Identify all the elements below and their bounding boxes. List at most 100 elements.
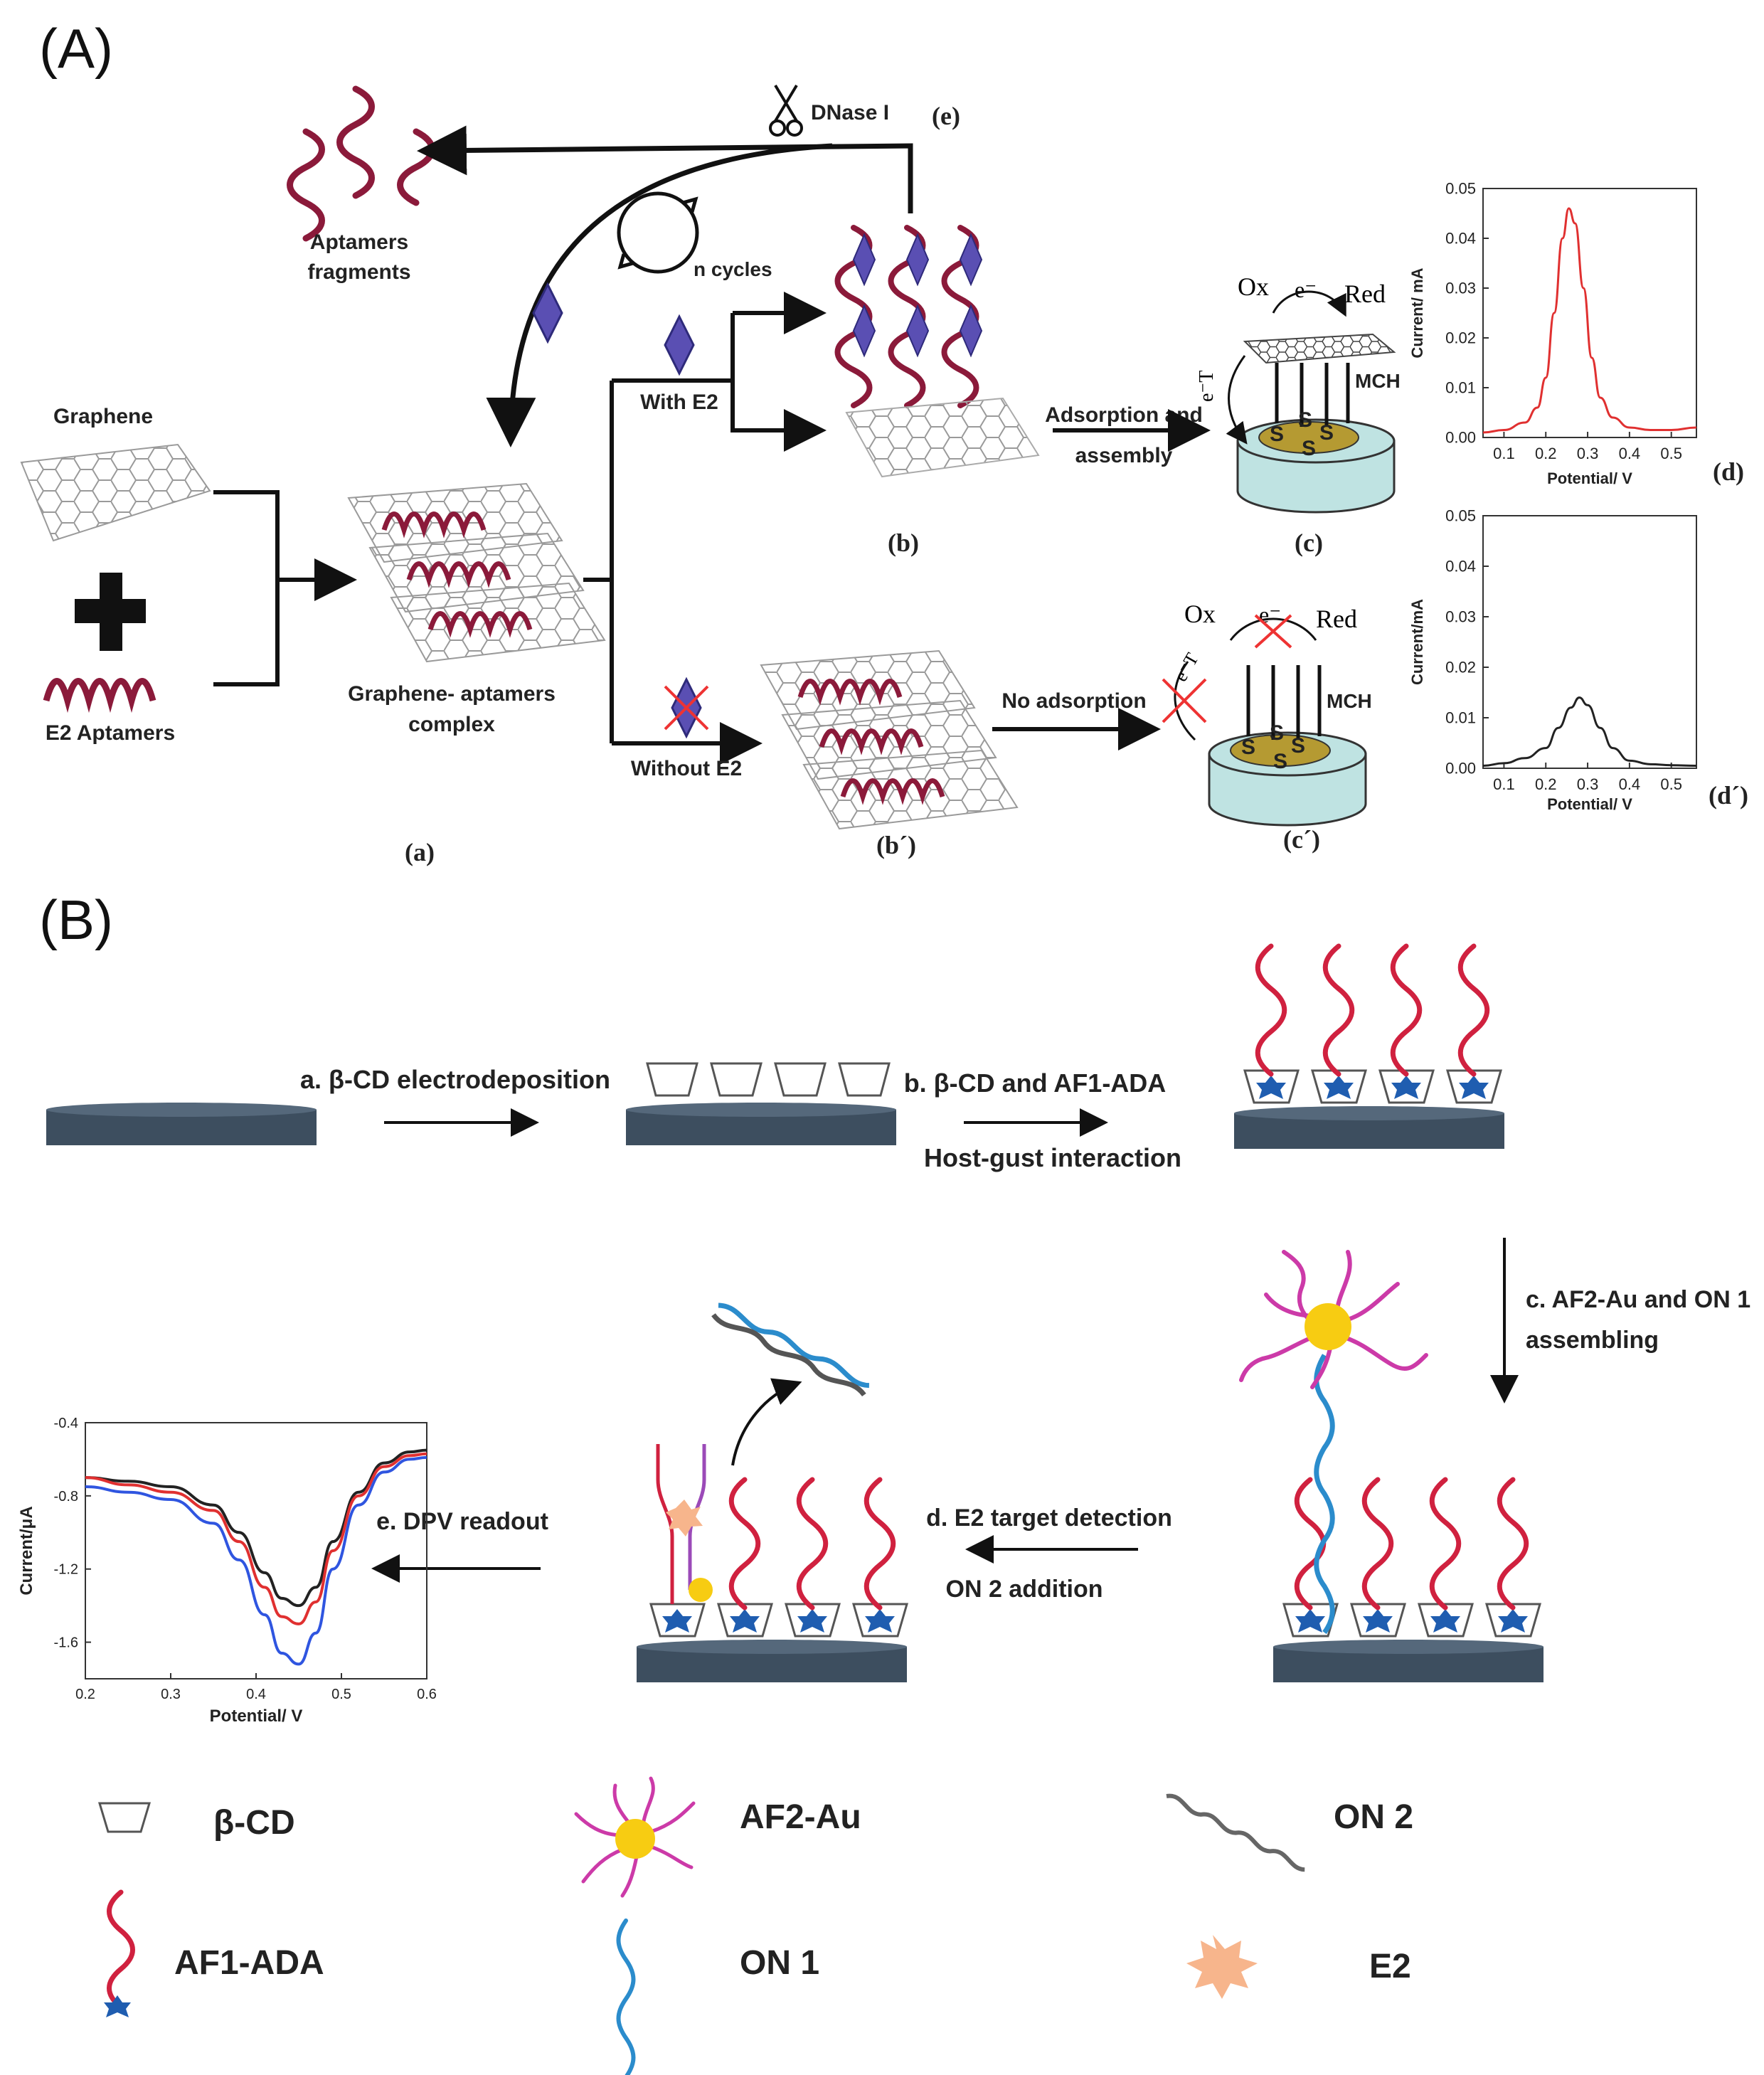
step-c-text-1: c. AF2-Au and ON 1 — [1526, 1286, 1750, 1313]
x-axis-label: Potential/ V — [1547, 795, 1632, 813]
legend: β-CD AF2-Au ON 2 AF1-ADA ON — [97, 1776, 1413, 2075]
x-tick-label-3: 0.4 — [1619, 775, 1641, 793]
released-duplex — [711, 1302, 870, 1397]
no-adsorption-label: No adsorption — [1001, 689, 1146, 713]
legend-bcd-icon — [97, 1802, 152, 1833]
series-line-black — [1482, 696, 1697, 767]
sulfur-label-6: S — [1270, 721, 1284, 745]
blocked-transfer-cross — [1162, 678, 1207, 723]
y-tick-label-1: -0.8 — [54, 1489, 78, 1504]
y-tick-label-2: 0.02 — [1445, 659, 1476, 676]
sulfur-label-8: S — [1273, 750, 1287, 773]
series-line-black — [85, 1448, 427, 1608]
legend-on1-icon — [616, 1919, 636, 2075]
e2-aptamer-strand — [43, 678, 156, 713]
chart-frame — [1482, 188, 1697, 438]
electrode-without-graphene: S S S S — [1208, 665, 1367, 827]
mch-label-2: MCH — [1327, 690, 1372, 712]
plus-icon — [75, 573, 146, 651]
y-tick-label-5: 0.05 — [1445, 507, 1476, 525]
x-tick-label-2: 0.3 — [1577, 775, 1599, 793]
n-cycles-label: n cycles — [694, 258, 772, 280]
y-tick-label-5: 0.05 — [1445, 180, 1476, 198]
blocked-redox-arrow — [1229, 617, 1317, 641]
crossed-e2-icon — [664, 676, 709, 739]
legend-af1ada-icon — [104, 1889, 135, 2017]
sulfur-label-3: S — [1319, 421, 1334, 445]
x-tick-label-2: 0.4 — [246, 1687, 266, 1702]
legend-e2-icon — [1186, 1935, 1258, 1999]
complex-label-1: Graphene- aptamers — [348, 682, 556, 706]
panel-b-tag: (B) — [39, 888, 113, 951]
electrode-with-af1 — [1234, 943, 1504, 1149]
x-tick-label-1: 0.3 — [161, 1687, 181, 1702]
e2-aptamers-label: E2 Aptamers — [46, 721, 175, 745]
y-tick-label-4: 0.04 — [1445, 230, 1476, 248]
graphene-aptamer-complex-unchanged — [760, 649, 1019, 830]
blocked-redox-cross — [1254, 614, 1292, 649]
et-label: e⁻T — [1196, 371, 1218, 402]
branch-trunk — [583, 381, 614, 743]
graphene-sheet — [20, 443, 211, 542]
legend-af2au-icon — [574, 1776, 696, 1898]
step-e-label: (e) — [932, 102, 960, 130]
bare-electrode — [46, 1103, 317, 1145]
legend-e2-label: E2 — [1369, 1948, 1411, 1985]
legend-bcd-label: β-CD — [213, 1804, 295, 1842]
mch-label: MCH — [1355, 370, 1401, 392]
aptamer-e2-complexes — [834, 225, 983, 408]
y-axis-label: Current/mA — [1408, 599, 1426, 685]
x-tick-label-1: 0.2 — [1535, 445, 1557, 462]
x-axis-label: Potential/ V — [210, 1707, 303, 1726]
legend-on2-icon — [1166, 1793, 1305, 1872]
e-minus-label: e⁻ — [1295, 277, 1317, 302]
release-arrow — [731, 1378, 802, 1466]
step-a-label: (a) — [405, 838, 435, 866]
e-minus-label-2: e⁻ — [1259, 602, 1281, 627]
chart-frame — [1482, 515, 1697, 769]
y-tick-label-3: -1.6 — [54, 1635, 78, 1651]
step-a-text: a. β-CD electrodeposition — [300, 1065, 610, 1094]
sulfur-label-4: S — [1302, 437, 1316, 460]
step-c-label: (c) — [1295, 529, 1323, 557]
electrode-with-af2-on1 — [1239, 1250, 1544, 1682]
panel-a-tag: (A) — [39, 17, 113, 80]
y-tick-label-0: -0.4 — [54, 1416, 78, 1431]
series-line-red — [1482, 207, 1697, 434]
graphene-aptamer-complex — [347, 482, 606, 663]
step-d-text-1: d. E2 target detection — [926, 1504, 1172, 1532]
recycle-arrow-down — [486, 143, 833, 447]
step-b-prime-label: (b´) — [876, 831, 916, 859]
x-tick-label-2: 0.3 — [1577, 445, 1599, 462]
step-d-label: (d) — [1713, 457, 1744, 486]
series-line-blue — [85, 1455, 427, 1666]
step-c-prime-label: (c´) — [1283, 825, 1320, 854]
step-b-text-2: Host-gust interaction — [924, 1143, 1181, 1172]
step-c-text-2: assembling — [1526, 1327, 1659, 1354]
y-tick-label-4: 0.04 — [1445, 558, 1476, 575]
y-axis-label: Current/μA — [17, 1506, 36, 1595]
step-b-text-1: b. β-CD and AF1-ADA — [904, 1068, 1167, 1098]
aptamer-fragments — [287, 85, 435, 242]
electrode-with-graphene: S S S S — [1236, 333, 1396, 514]
x-tick-label-1: 0.2 — [1535, 775, 1557, 793]
ox-label-2: Ox — [1184, 600, 1216, 628]
x-tick-label-4: 0.5 — [1660, 775, 1682, 793]
redox-arrow — [1272, 290, 1346, 317]
x-tick-label-4: 0.5 — [1660, 445, 1682, 462]
without-e2-label: Without E2 — [631, 757, 742, 780]
y-tick-label-3: 0.03 — [1445, 280, 1476, 297]
graphene-label: Graphene — [53, 405, 153, 428]
legend-on2-label: ON 2 — [1334, 1798, 1413, 1836]
red-label: Red — [1344, 280, 1386, 308]
step-b-label: (b) — [888, 529, 919, 557]
legend-af1ada-label: AF1-ADA — [174, 1944, 324, 1982]
step-d-prime-label: (d´) — [1709, 781, 1748, 810]
y-axis-label: Current/ mA — [1408, 267, 1426, 358]
electrode-after-detection — [637, 1444, 908, 1682]
sulfur-label-7: S — [1291, 734, 1305, 758]
legend-af2au-label: AF2-Au — [740, 1798, 861, 1836]
